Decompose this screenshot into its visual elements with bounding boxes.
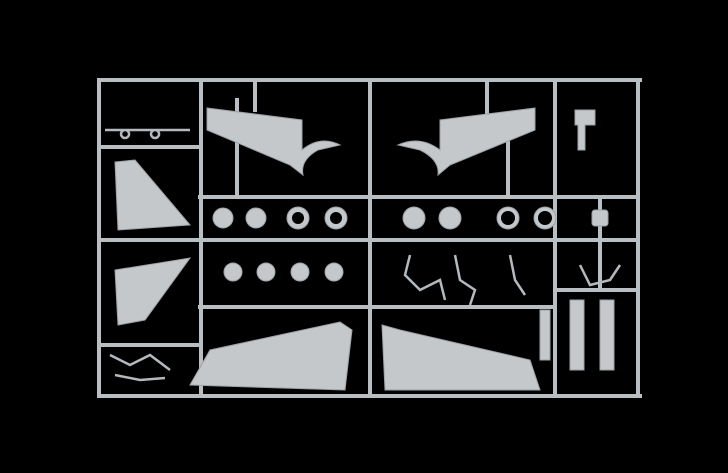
control-surface-left xyxy=(206,107,342,177)
exhaust-ring-1-hole xyxy=(292,212,304,224)
intake-ring-1-hole xyxy=(501,211,515,225)
wing-right xyxy=(381,324,541,391)
gear-strut-3 xyxy=(508,254,527,296)
tail-fin-left-2 xyxy=(114,257,192,326)
small-parts-lower-left xyxy=(109,353,171,382)
control-surface-right xyxy=(396,107,536,177)
wheel-1 xyxy=(223,262,243,282)
wheel-3 xyxy=(290,262,310,282)
pitot-part xyxy=(574,109,596,151)
wheels-and-engine-parts xyxy=(212,206,609,282)
gear-strut-1 xyxy=(403,254,447,301)
small-part-bar xyxy=(105,128,190,140)
exhaust-ring-2-hole xyxy=(330,212,342,224)
gear-door-2 xyxy=(599,299,615,371)
sprue-frame xyxy=(97,78,642,398)
landing-gear-struts xyxy=(109,254,622,382)
plastic-parts xyxy=(114,107,615,391)
small-drum xyxy=(591,209,609,227)
wheel-4 xyxy=(324,262,344,282)
wing-left xyxy=(189,321,353,391)
wheel-hub-2 xyxy=(438,206,462,230)
tail-fin-left xyxy=(114,159,192,231)
gear-strut-4 xyxy=(578,264,622,287)
engine-fan-1 xyxy=(212,207,234,229)
gear-door-1 xyxy=(569,299,585,371)
gear-strut-2 xyxy=(453,254,477,306)
intake-ring-2-hole xyxy=(538,211,552,225)
engine-fan-2 xyxy=(245,207,267,229)
panel-part xyxy=(539,309,551,361)
wheel-2 xyxy=(256,262,276,282)
wheel-hub-1 xyxy=(402,206,426,230)
